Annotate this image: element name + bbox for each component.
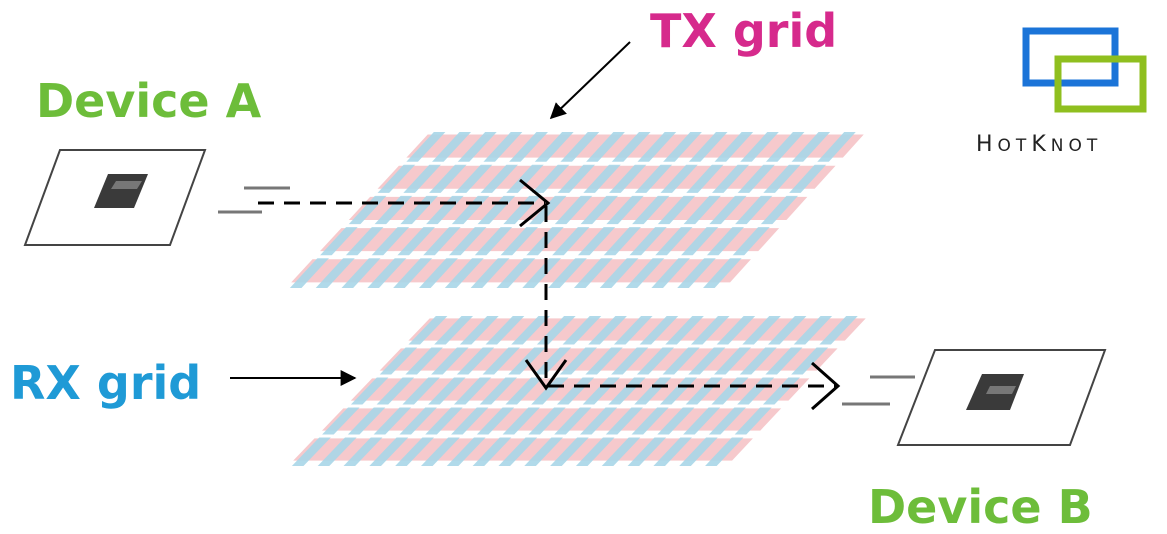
hotknot-logo xyxy=(1022,27,1147,113)
grid-column-stripe xyxy=(418,132,574,288)
grid-column-stripe xyxy=(677,132,831,288)
grid-column-stripe xyxy=(420,316,576,466)
device-a xyxy=(23,149,290,246)
grid-column-stripe xyxy=(369,316,525,466)
logo-text-part: NOT xyxy=(1050,136,1103,156)
device-b-chip-light xyxy=(986,386,1016,394)
grid-column-stripe xyxy=(703,132,856,288)
grid-column-stripe xyxy=(343,316,499,466)
grid-column-stripe xyxy=(522,132,677,288)
signal-path-arrowhead-right xyxy=(811,361,841,411)
grid-column-stripe xyxy=(446,316,602,466)
logo-text-part: K xyxy=(1031,132,1051,157)
grid-column-stripe xyxy=(291,316,448,466)
grid-column-stripe xyxy=(601,316,756,466)
tx-pointer-arrow xyxy=(549,41,631,120)
tx-grid-label: TX grid xyxy=(650,4,838,58)
grid-column-stripe xyxy=(341,132,497,288)
grid-column-stripe xyxy=(317,316,474,466)
grid-column-stripe xyxy=(315,132,472,288)
grid-column-stripe xyxy=(470,132,625,288)
logo-text-part: H xyxy=(976,132,998,157)
grid-column-stripe xyxy=(472,316,627,466)
device-a-chip-light xyxy=(111,181,142,189)
grid-column-stripe xyxy=(498,316,653,466)
grid-column-stripe xyxy=(575,316,730,466)
grid-column-stripe xyxy=(627,316,781,466)
grid-column-stripe xyxy=(625,132,779,288)
grid-column-stripe xyxy=(679,316,833,466)
tx-grid xyxy=(289,132,864,288)
rx-grid-label: RX grid xyxy=(10,356,202,410)
signal-path xyxy=(258,178,841,411)
device-a-label: Device A xyxy=(36,74,262,128)
device-b-label: Device B xyxy=(868,480,1093,534)
device-b xyxy=(842,349,1107,446)
grid-column-stripe xyxy=(496,132,651,288)
signal-path-arrowhead-down xyxy=(524,359,568,391)
grid-column-stripe xyxy=(550,316,704,466)
grid-column-stripe xyxy=(444,132,600,288)
grid-column-stripe xyxy=(289,132,446,288)
grid-column-stripe xyxy=(705,316,858,466)
logo-text: HOTKNOT xyxy=(976,132,1102,157)
signal-path-arrowhead-top xyxy=(519,178,551,228)
grid-column-stripe xyxy=(548,132,702,288)
grid-column-stripe xyxy=(653,316,807,466)
grid-column-stripe xyxy=(393,132,548,288)
grid-column-stripe xyxy=(524,316,679,466)
grid-column-stripe xyxy=(599,132,754,288)
logo-text-part: OT xyxy=(997,136,1032,156)
rx-grid xyxy=(291,316,866,466)
grid-column-stripe xyxy=(367,132,523,288)
logo-green-square xyxy=(1054,55,1147,113)
grid-column-stripe xyxy=(573,132,728,288)
grid-column-stripe xyxy=(395,316,550,466)
grid-column-stripe xyxy=(651,132,805,288)
